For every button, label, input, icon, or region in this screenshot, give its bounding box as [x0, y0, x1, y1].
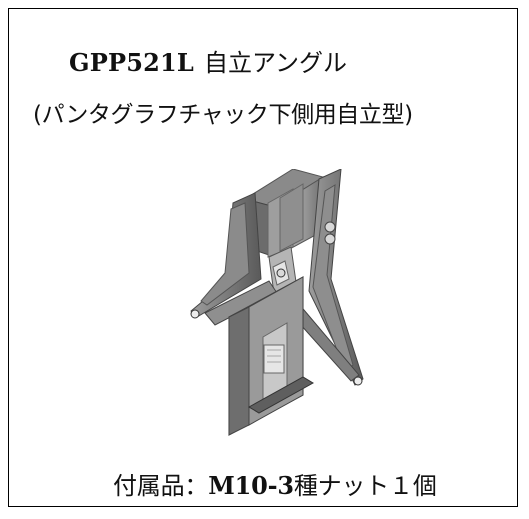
- accessory-note: 付属品：M10-3種ナット１個: [113, 466, 437, 501]
- product-card: GPP521L 自立アングル (パンタグラフチャック下側用自立型): [8, 8, 518, 507]
- product-title: GPP521L 自立アングル: [69, 43, 347, 78]
- accessory-prefix: 付属品：: [113, 472, 209, 500]
- accessory-suffix: 種ナット１個: [293, 472, 437, 500]
- accessory-part: M10-3: [208, 471, 294, 500]
- product-name: 自立アングル: [203, 49, 348, 77]
- product-image: [190, 169, 364, 436]
- model-code: GPP521L: [69, 48, 194, 77]
- product-subtitle: (パンタグラフチャック下側用自立型): [33, 102, 413, 128]
